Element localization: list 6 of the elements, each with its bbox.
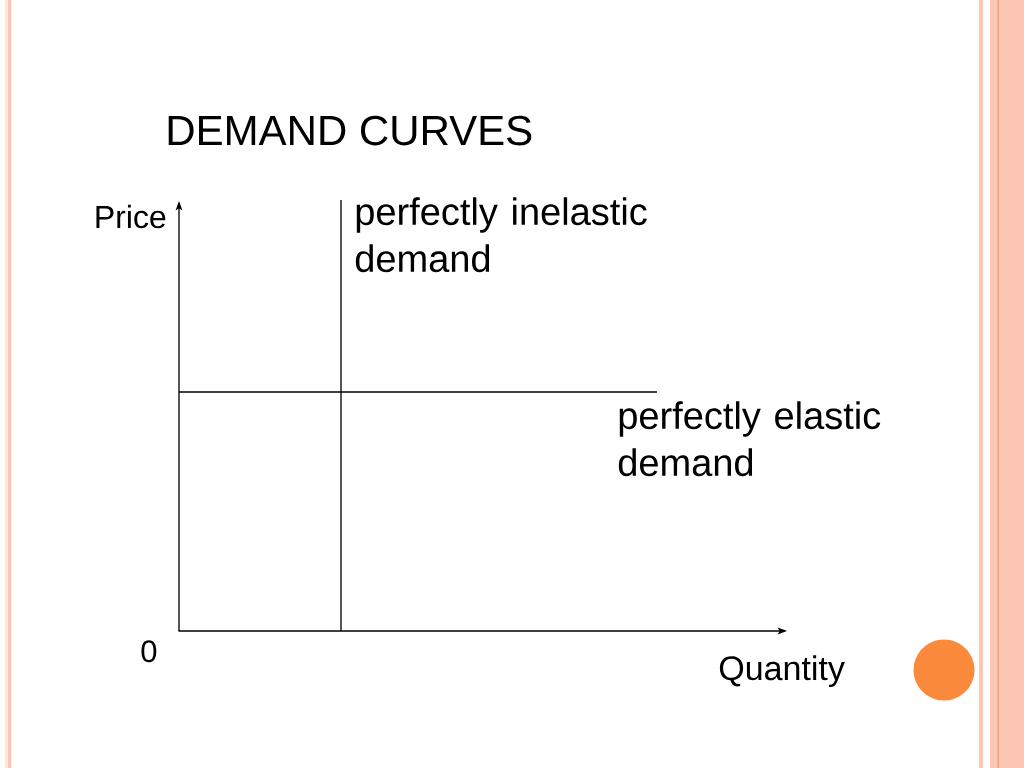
curve-label: perfectly elastic demand (618, 401, 881, 477)
axis-label: Price (96, 204, 166, 229)
origin-label: 0 (141, 640, 157, 663)
axis-label: Quantity (719, 655, 845, 688)
slide-title: DEMAND CURVES (168, 115, 532, 146)
curve-label: perfectly inelastic demand (355, 197, 647, 273)
